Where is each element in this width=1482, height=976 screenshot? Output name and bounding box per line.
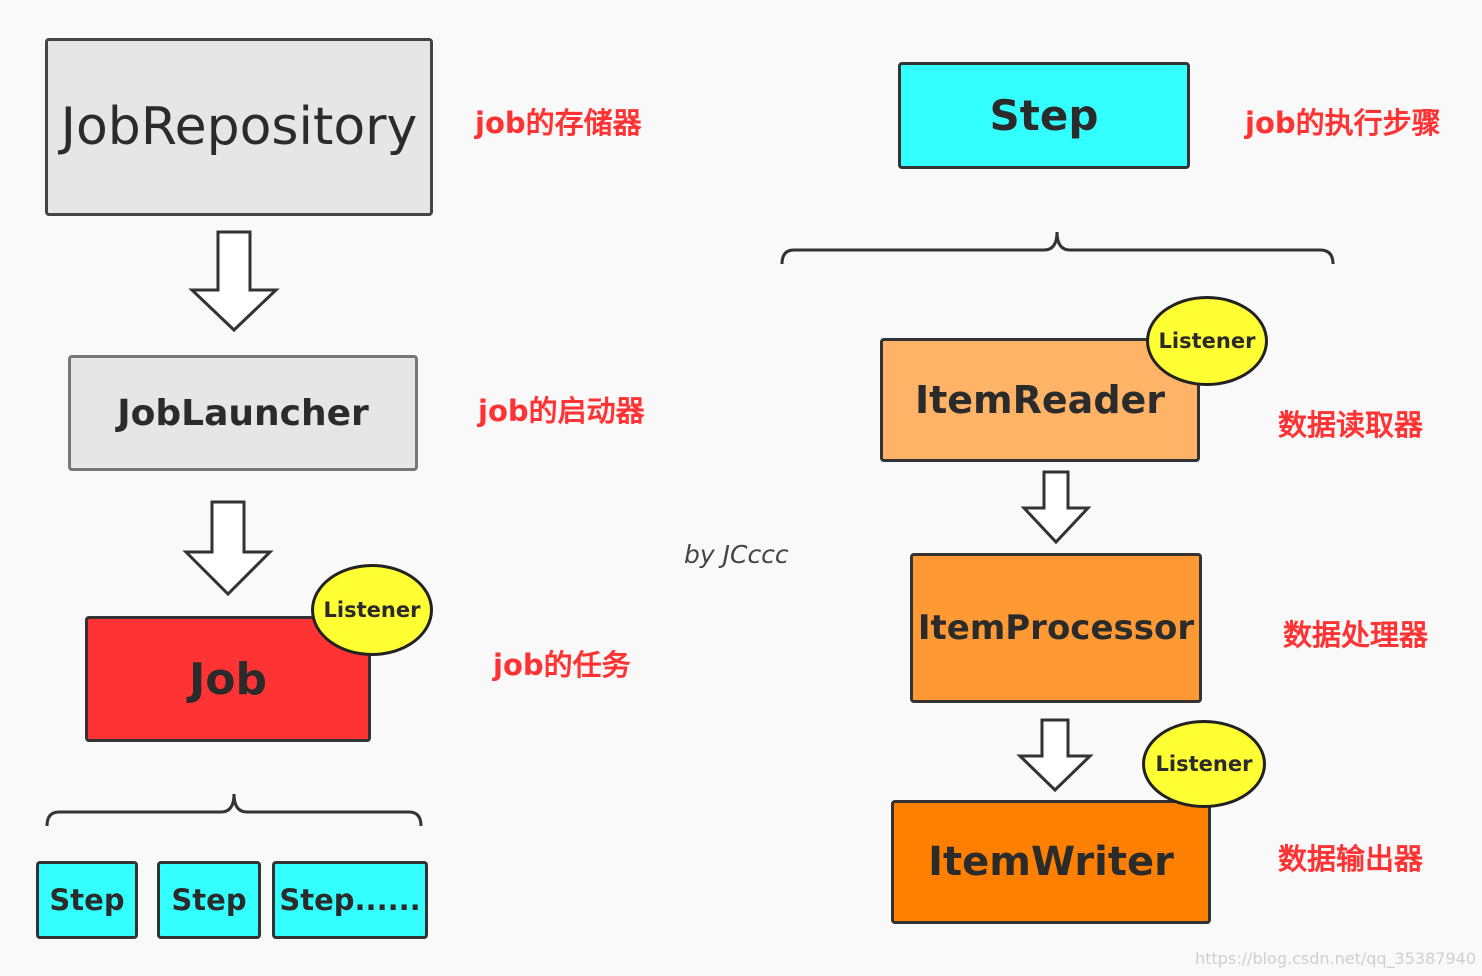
watermark-text: https://blog.csdn.net/qq_35387940 xyxy=(1195,949,1476,968)
step-box-1-text: Step xyxy=(49,883,125,917)
job-repository-text: JobRepository xyxy=(60,97,418,157)
step-box-1: Step xyxy=(36,861,138,939)
curly-brace-icon xyxy=(45,793,423,827)
item-reader-label: 数据读取器 xyxy=(1278,408,1424,442)
step-box-3-text: Step...... xyxy=(279,883,421,917)
step-main-box: Step xyxy=(898,62,1190,169)
curly-brace-icon xyxy=(780,231,1335,265)
step-box-2: Step xyxy=(157,861,261,939)
step-main-label: job的执行步骤 xyxy=(1245,106,1441,140)
item-writer-text: ItemWriter xyxy=(928,839,1174,885)
item-writer-label: 数据输出器 xyxy=(1278,842,1424,876)
down-arrow-icon xyxy=(182,500,274,597)
item-reader-listener-badge: Listener xyxy=(1146,296,1268,386)
item-writer-listener-text: Listener xyxy=(1155,752,1253,776)
step-main-text: Step xyxy=(989,91,1099,140)
item-reader-listener-text: Listener xyxy=(1158,329,1256,353)
item-reader-text: ItemReader xyxy=(914,378,1166,422)
item-writer-listener-badge: Listener xyxy=(1142,720,1266,808)
down-arrow-icon xyxy=(1020,470,1092,545)
job-text: Job xyxy=(188,653,268,705)
author-credit: by JCccc xyxy=(684,540,789,569)
job-repository-box: JobRepository xyxy=(45,38,433,216)
item-processor-text: ItemProcessor xyxy=(917,608,1195,648)
item-reader-box: ItemReader xyxy=(880,338,1200,462)
down-arrow-icon xyxy=(188,230,280,333)
item-processor-box: ItemProcessor xyxy=(910,553,1202,703)
job-launcher-text: JobLauncher xyxy=(117,392,369,434)
job-label: job的任务 xyxy=(493,648,631,682)
job-listener-text: Listener xyxy=(323,598,421,622)
job-launcher-label: job的启动器 xyxy=(478,394,645,428)
item-writer-box: ItemWriter xyxy=(891,800,1211,924)
item-processor-label: 数据处理器 xyxy=(1283,618,1429,652)
step-box-2-text: Step xyxy=(171,883,247,917)
step-box-3: Step...... xyxy=(272,861,428,939)
job-listener-badge: Listener xyxy=(311,564,433,656)
down-arrow-icon xyxy=(1016,718,1094,793)
job-repository-label: job的存储器 xyxy=(475,106,642,140)
job-launcher-box: JobLauncher xyxy=(68,355,418,471)
